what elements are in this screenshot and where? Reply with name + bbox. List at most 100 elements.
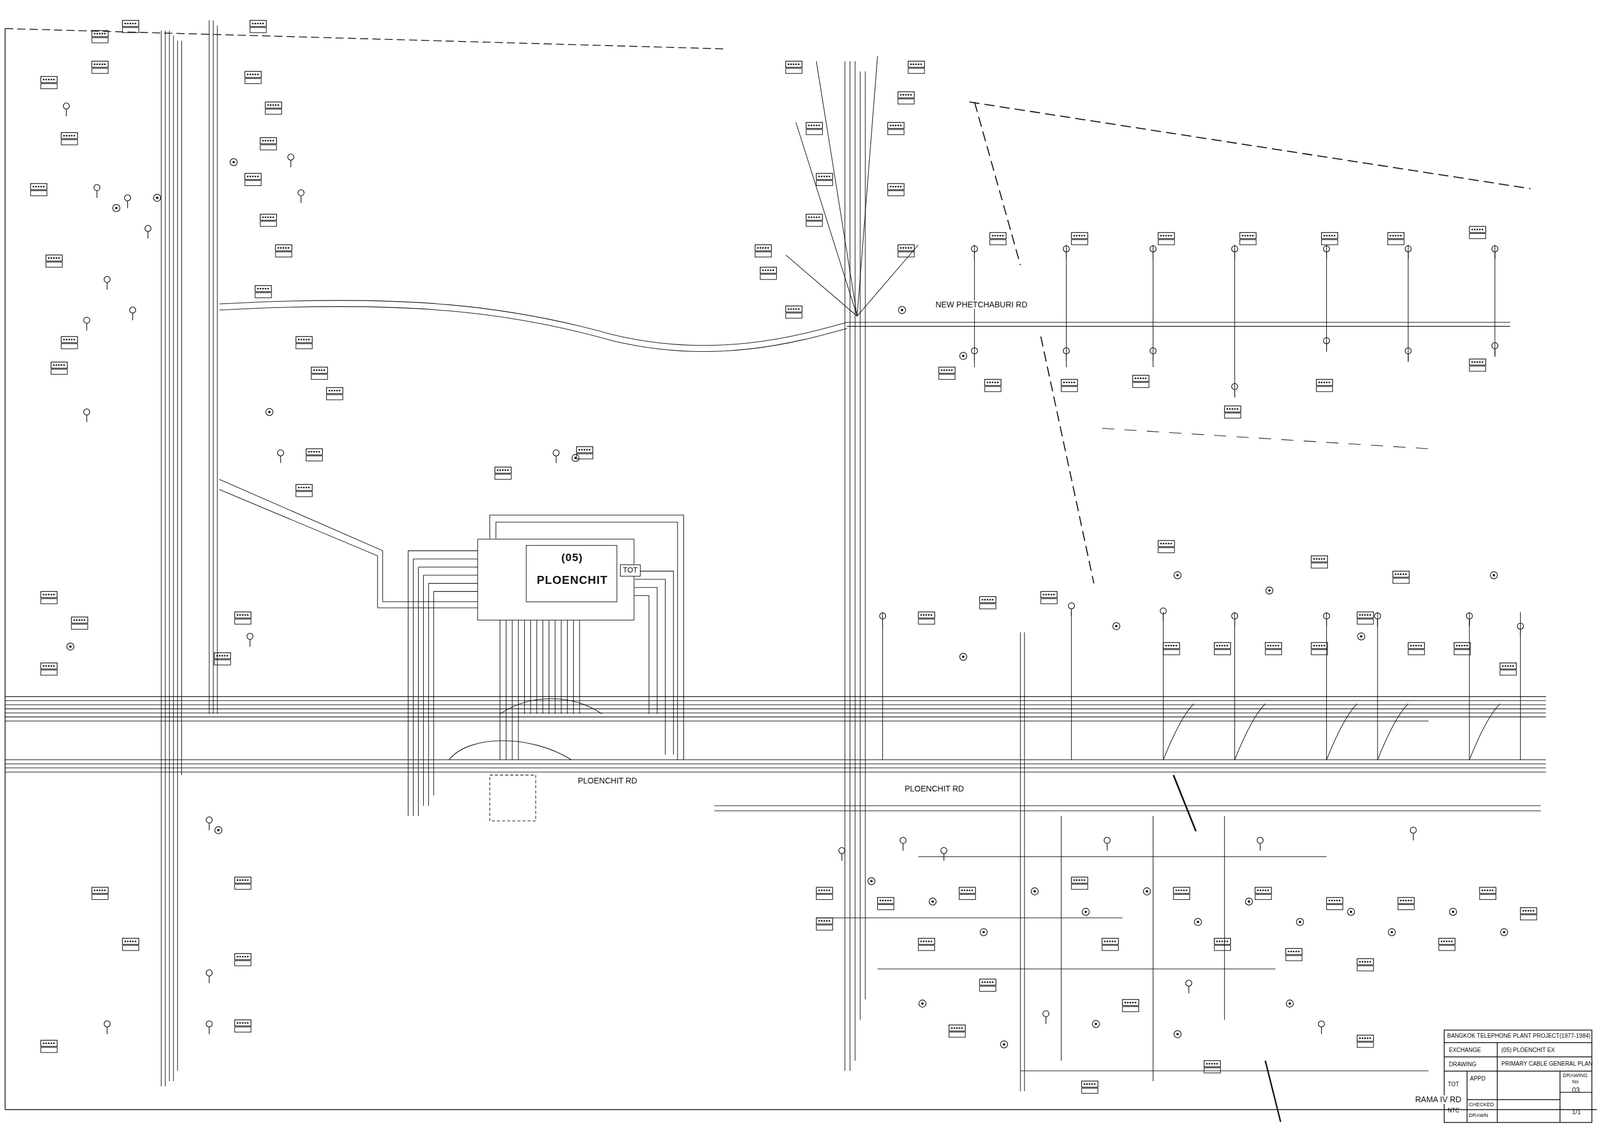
pole-symbol [1410,827,1417,841]
boundary [974,102,1021,266]
cable-route [1020,1071,1429,1072]
pole-symbol [1104,837,1111,851]
distribution-point [30,20,1537,1095]
distribution-point [41,591,58,604]
distribution-point [1479,887,1497,900]
pole-symbol [1185,980,1193,994]
joint-symbol [898,306,906,314]
distribution-point [1204,1060,1221,1073]
joint-symbol [959,352,967,360]
cable-route [5,713,1546,714]
pole-symbol [1068,602,1075,617]
cable-route [1265,1060,1281,1122]
pole-symbol [129,306,136,320]
pole-symbol [1404,245,1412,259]
joint-symbol [1500,929,1509,937]
distribution-point [1311,556,1328,569]
joint-symbol [1112,622,1121,631]
distribution-point [1520,908,1537,921]
road-name: PLOENCHIT RD [576,776,639,786]
distribution-point [805,214,823,227]
cable-route [5,767,1546,769]
joint-symbol [929,898,937,906]
distribution-point [897,244,915,257]
joint-symbol [1194,918,1202,927]
distribution-point [1060,379,1078,392]
boundary [489,102,1531,822]
title-block-grid [1444,1042,1593,1044]
cable-route [212,20,214,715]
distribution-point [326,387,343,400]
distribution-point [918,938,935,951]
cable-route [5,763,1546,765]
distribution-point [244,173,262,186]
distribution-point [887,122,905,135]
pole-symbol [1323,613,1330,627]
cable-route [1066,244,1067,368]
cable-route [511,620,513,760]
distribution-point [1224,406,1242,419]
cable-route [860,71,861,1020]
cable-route [1224,816,1225,1021]
pole-symbol [124,195,131,209]
distribution-point [41,76,58,89]
title-block-text: (05) PLOENCHIT EX [1501,1047,1555,1054]
distribution-point [1081,1081,1099,1094]
joint-symbol [1031,888,1039,896]
cable-route [844,61,846,1072]
distribution-point [755,244,772,257]
cable-route [555,620,556,715]
distribution-point [41,663,58,676]
joint-symbol [1082,908,1090,917]
distribution-point [91,887,109,900]
distribution-point [1453,642,1471,655]
title-block-grid [1466,1071,1468,1124]
distribution-point [1040,591,1058,604]
title-block-grid [1444,1030,1593,1124]
node-text: TOT [622,566,638,575]
cable-route [412,559,414,817]
pole-symbol [1149,245,1157,259]
pole-symbol [205,1021,213,1035]
distribution-point [760,267,777,280]
distribution-point [989,232,1007,245]
cable-route [423,574,478,576]
cable-route [219,306,848,352]
cable-route [168,30,170,1082]
cable-route [857,55,878,317]
title-block-text: DRAWING [1448,1061,1477,1068]
cable-route [1234,612,1235,760]
cable-route [918,856,1327,858]
distribution-point [785,306,802,319]
pole-symbol [1160,608,1167,622]
cable-route [1163,703,1194,760]
frame [4,28,6,1111]
cable-route [1494,244,1496,358]
cable-route [1469,703,1501,760]
distribution-point [265,102,282,115]
pole-symbol [1231,613,1238,627]
distribution-point [46,254,63,267]
pole-symbol [1517,623,1524,637]
distribution-point [877,897,894,910]
distribution-point [938,367,956,380]
pole-symbol [900,837,907,851]
boundary [1102,428,1429,449]
drawing-title: PRIMARY CABLE GENERAL PLAN [1501,1060,1593,1068]
distribution-point [984,379,1002,392]
distribution-point [1316,379,1334,392]
distribution-point [1408,642,1425,655]
node-text: (05) [561,552,583,565]
cable-route [505,620,507,760]
pole-symbol [940,847,947,861]
cable-route [573,620,574,715]
boundary [489,775,537,821]
pole-symbol [1318,1021,1325,1035]
cable-route [1376,612,1378,760]
cable-route [855,61,856,1061]
distribution-point [214,653,232,666]
distribution-point [1357,1035,1374,1048]
pole-symbol [1231,383,1238,398]
node-text: PLOENCHIT [536,573,609,587]
